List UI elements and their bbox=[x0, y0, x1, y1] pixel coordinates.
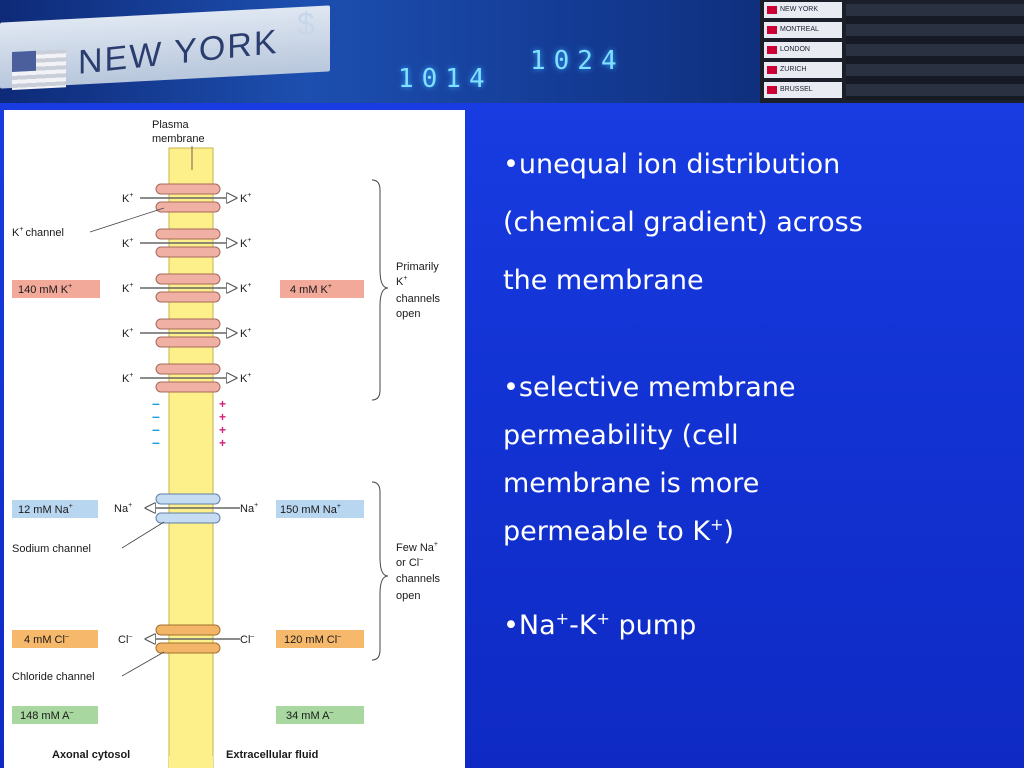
svg-text:12 mM Na+: 12 mM Na+ bbox=[18, 503, 73, 516]
board-city: BRUSSEL bbox=[764, 82, 842, 98]
svg-text:K+: K+ bbox=[240, 372, 251, 385]
svg-text:K+: K+ bbox=[122, 237, 133, 250]
k-channel-pointer bbox=[89, 207, 165, 233]
a-outside-box bbox=[276, 706, 364, 724]
svg-text:148 mM A–: 148 mM A– bbox=[20, 709, 74, 722]
negative-charges: – – – – bbox=[152, 395, 160, 450]
svg-text:120 mM Cl–: 120 mM Cl– bbox=[284, 633, 341, 646]
bullet-line: the membrane bbox=[503, 265, 704, 296]
svg-text:K+: K+ bbox=[240, 237, 251, 250]
positive-charges: + + + + bbox=[219, 397, 226, 450]
svg-text:K+: K+ bbox=[240, 282, 251, 295]
svg-text:open: open bbox=[396, 308, 420, 320]
svg-text:K+: K+ bbox=[396, 275, 407, 288]
city-sign: NEW YORK bbox=[0, 5, 330, 91]
plasma-membrane-label: Plasma bbox=[152, 119, 190, 131]
svg-text:K+: K+ bbox=[122, 372, 133, 385]
bullet-line: (chemical gradient) across bbox=[503, 207, 863, 238]
svg-text:K+: K+ bbox=[240, 327, 251, 340]
k-channel-5: K+ K+ bbox=[122, 363, 251, 393]
bullet-line: permeable to K+) bbox=[503, 515, 735, 547]
svg-text:+: + bbox=[219, 436, 226, 450]
svg-text:–: – bbox=[152, 421, 160, 437]
bullet-line: •selective membrane bbox=[503, 372, 796, 403]
svg-text:Na+: Na+ bbox=[240, 502, 258, 515]
svg-text:Cl–: Cl– bbox=[240, 633, 254, 646]
k-channel-3: K+ K+ bbox=[122, 273, 251, 303]
membrane-bottom-cap bbox=[169, 756, 213, 768]
cl-outside-box bbox=[276, 630, 364, 648]
brace-few-open bbox=[371, 481, 389, 661]
bullet-line: membrane is more bbox=[503, 468, 760, 499]
readout-left: 1014 bbox=[398, 64, 493, 94]
svg-text:140 mM K+: 140 mM K+ bbox=[18, 283, 72, 296]
svg-text:channels: channels bbox=[396, 293, 441, 305]
svg-text:Cl–: Cl– bbox=[118, 633, 132, 646]
plasma-membrane bbox=[168, 147, 214, 768]
few-open-label: Few Na+ bbox=[396, 541, 438, 554]
membrane-diagram: Plasma membrane K+ K+ K+ K+ K+ K+ bbox=[12, 119, 441, 768]
na-outside-box bbox=[276, 500, 364, 518]
primarily-open-label: Primarily bbox=[396, 261, 439, 273]
board-city: ZURICH bbox=[764, 62, 842, 78]
bullet-pump: •Na+-K+ pump bbox=[503, 609, 697, 641]
svg-text:–: – bbox=[152, 434, 160, 450]
svg-text:–: – bbox=[152, 408, 160, 424]
na-inside-box bbox=[12, 500, 98, 518]
chloride-channel: Cl– Cl– bbox=[118, 624, 254, 654]
svg-text:+: + bbox=[219, 423, 226, 437]
bullet-ion-distribution: •unequal ion distribution (chemical grad… bbox=[503, 136, 1008, 310]
bullet-line: permeability (cell bbox=[503, 420, 739, 451]
bullet-line: •unequal ion distribution bbox=[503, 149, 841, 180]
k-inside-box bbox=[12, 280, 100, 298]
brace-primarily-open bbox=[371, 179, 389, 401]
city-name: NEW YORK bbox=[78, 22, 279, 82]
svg-text:–: – bbox=[152, 395, 160, 411]
sodium-channel: Na+ Na+ bbox=[114, 493, 258, 524]
extracellular-fluid-label: Extracellular fluid bbox=[226, 749, 318, 761]
board-rate-digits bbox=[846, 4, 1024, 100]
svg-text:open: open bbox=[396, 590, 420, 602]
board-city: LONDON bbox=[764, 42, 842, 58]
sodium-channel-label: Sodium channel bbox=[12, 543, 91, 555]
board-city: MONTREAL bbox=[764, 22, 842, 38]
svg-text:150 mM Na+: 150 mM Na+ bbox=[280, 503, 341, 516]
svg-text:+: + bbox=[219, 397, 226, 411]
k-outside-box bbox=[280, 280, 364, 298]
sodium-channel-pointer bbox=[121, 521, 165, 549]
svg-text:Na+: Na+ bbox=[114, 502, 132, 515]
a-inside-box bbox=[12, 706, 98, 724]
exchange-board: NEW YORK MONTREAL LONDON ZURICH BRUSSEL bbox=[760, 0, 1024, 103]
header-banner-photo: NEW YORK $ 1014 1024 NEW YORK MONTREAL L… bbox=[0, 0, 1024, 103]
svg-text:K+: K+ bbox=[122, 192, 133, 205]
svg-text:channels: channels bbox=[396, 573, 441, 585]
bullet-permeability: •selective membrane permeability (cell m… bbox=[503, 364, 1008, 556]
dollar-sign: $ bbox=[297, 6, 315, 42]
svg-text:4 mM Cl–: 4 mM Cl– bbox=[24, 633, 69, 646]
chloride-channel-label: Chloride channel bbox=[12, 671, 95, 683]
cl-inside-box bbox=[12, 630, 98, 648]
k-channel-4: K+ K+ bbox=[122, 318, 251, 348]
svg-text:or Cl–: or Cl– bbox=[396, 556, 423, 569]
us-flag-icon bbox=[12, 49, 66, 91]
k-channel-2: K+ K+ bbox=[122, 228, 251, 258]
ion-distribution-figure: Plasma membrane K+ K+ K+ K+ K+ K+ bbox=[4, 110, 465, 768]
k-channel-1: K+ K+ bbox=[122, 183, 251, 213]
svg-text:K+: K+ bbox=[122, 327, 133, 340]
svg-text:4 mM K+: 4 mM K+ bbox=[290, 283, 332, 296]
axonal-cytosol-label: Axonal cytosol bbox=[52, 749, 130, 761]
svg-text:K+: K+ bbox=[122, 282, 133, 295]
svg-text:K+: K+ bbox=[240, 192, 251, 205]
svg-text:+: + bbox=[219, 410, 226, 424]
board-city-list: NEW YORK MONTREAL LONDON ZURICH BRUSSEL bbox=[764, 2, 842, 102]
chloride-channel-pointer bbox=[121, 651, 165, 677]
plasma-membrane-label-2: membrane bbox=[152, 133, 205, 145]
readout-right: 1024 bbox=[530, 46, 625, 76]
svg-text:34 mM A–: 34 mM A– bbox=[286, 709, 333, 722]
board-city: NEW YORK bbox=[764, 2, 842, 18]
k-channel-label: K+channel bbox=[12, 226, 64, 239]
